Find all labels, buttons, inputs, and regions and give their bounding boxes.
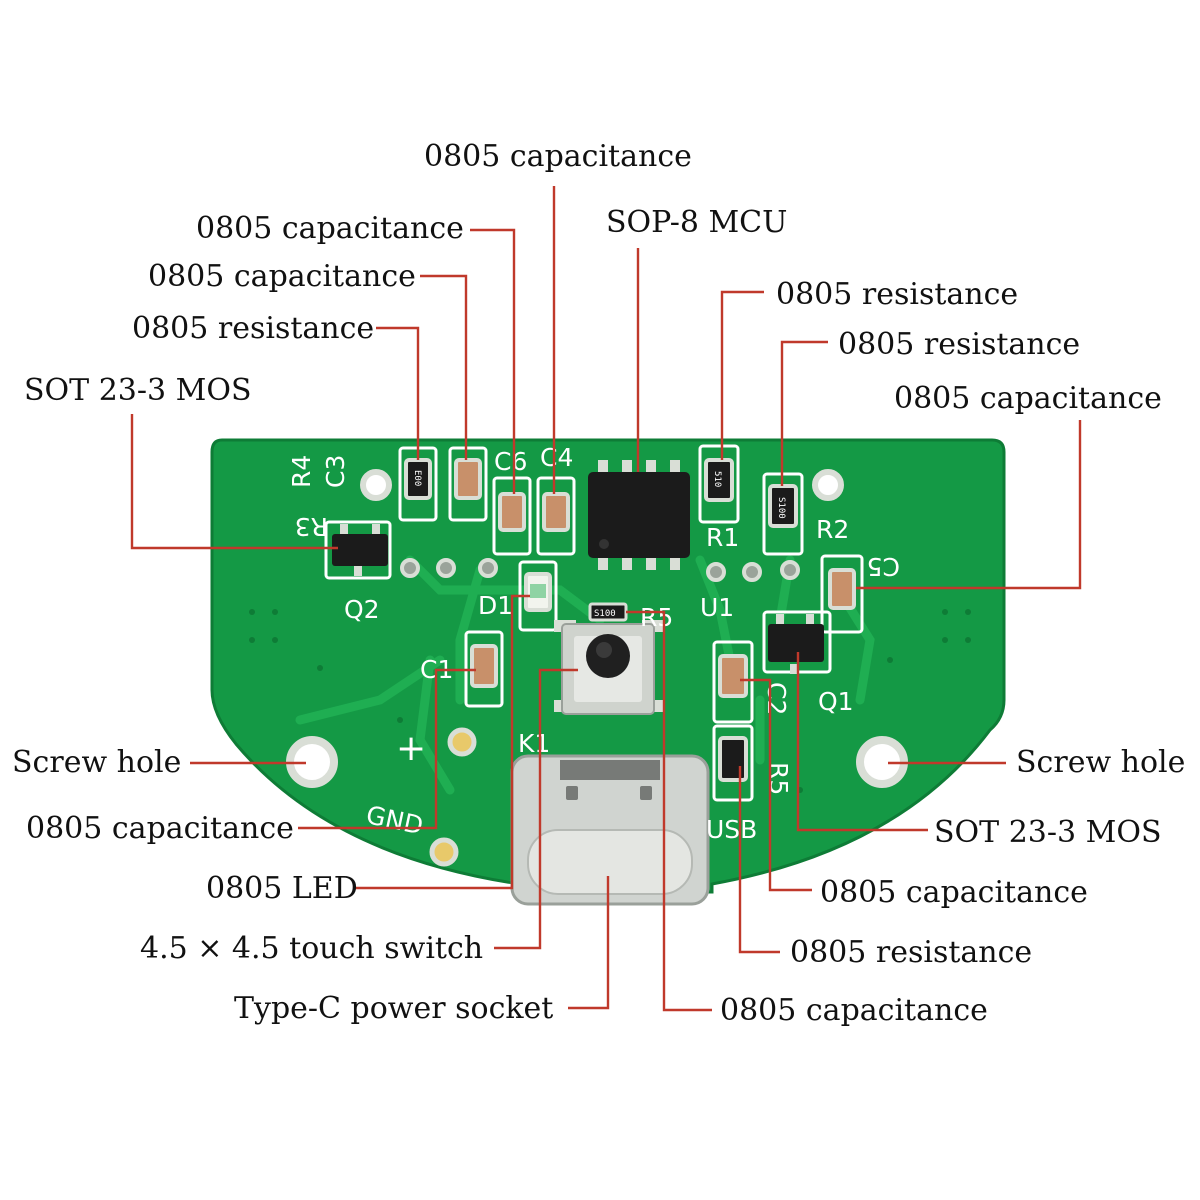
- sop8-mcu-chip: [588, 460, 690, 570]
- callout-right-resistance-1: 0805 resistance: [776, 277, 1018, 312]
- leader-touch-switch: [494, 668, 578, 950]
- callout-screw-hole-right: Screw hole: [1016, 745, 1185, 780]
- leader-lines: [130, 186, 1082, 1012]
- callout-led: 0805 LED: [206, 871, 358, 906]
- silk-c5: C5: [867, 552, 900, 581]
- callout-left-resistance: 0805 resistance: [132, 311, 374, 346]
- leader-led: [354, 594, 530, 890]
- silk-plus: +: [396, 728, 426, 769]
- callout-top-capacitance: 0805 capacitance: [424, 139, 692, 174]
- type-c-socket: [510, 754, 710, 906]
- callout-bottom-right-resistance: 0805 resistance: [790, 935, 1032, 970]
- leader-right-mos: [796, 652, 928, 832]
- silk-c3: C3: [321, 455, 350, 488]
- silkscreen-text: R4 C3 C6 C4 R3 Q2 D1 R5 U1 R1 R2 C5 C1 C…: [287, 443, 900, 844]
- silk-r3: R3: [295, 512, 328, 541]
- silk-q1: Q1: [818, 687, 854, 716]
- callout-screw-hole-left: Screw hole: [12, 745, 181, 780]
- silk-k1: K1: [518, 729, 550, 758]
- touch-switch: [554, 620, 664, 715]
- mos-q2: [332, 524, 388, 576]
- silk-q2: Q2: [344, 595, 380, 624]
- gnd-pad: [429, 837, 459, 867]
- plus-pad: [447, 727, 477, 757]
- via-dots: [249, 609, 971, 793]
- leader-left-resistance: [376, 326, 420, 460]
- leader-left-capacitance-1: [470, 228, 516, 494]
- callout-right-resistance-2: 0805 resistance: [838, 327, 1080, 362]
- top-left-hole: [360, 469, 392, 501]
- leader-right-resistance-2: [780, 340, 828, 486]
- callout-bottom-left-capacitance: 0805 capacitance: [26, 811, 294, 846]
- marking-e00: E00: [412, 470, 422, 486]
- callout-labels: 0805 capacitance SOP-8 MCU 0805 capacita…: [12, 139, 1185, 1028]
- callout-bottom-center-capacitance: 0805 capacitance: [720, 993, 988, 1028]
- silk-c2: C2: [762, 682, 791, 715]
- marking-s100-r2: S100: [776, 497, 786, 519]
- silk-c4: C4: [540, 443, 573, 472]
- leader-bottom-left-capacitance: [298, 668, 476, 830]
- top-right-hole: [812, 469, 844, 501]
- silk-r5-bottom: R5: [764, 762, 793, 795]
- silk-c6: C6: [494, 447, 527, 476]
- leader-bottom-center-capacitance: [626, 610, 712, 1012]
- leader-bottom-right-capacitance: [740, 678, 812, 892]
- silk-r5: R5: [640, 603, 673, 632]
- callout-left-capacitance-2: 0805 capacitance: [148, 259, 416, 294]
- callout-touch-switch: 4.5 × 4.5 touch switch: [140, 931, 483, 966]
- callout-right-mos: SOT 23-3 MOS: [934, 815, 1162, 850]
- silk-r2: R2: [816, 515, 849, 544]
- leader-right-capacitance: [856, 420, 1082, 590]
- leader-left-capacitance-2: [420, 274, 468, 460]
- callout-type-c: Type-C power socket: [234, 991, 553, 1026]
- leader-left-mos: [130, 414, 338, 550]
- through-hole-pads: [400, 558, 800, 582]
- callout-mcu: SOP-8 MCU: [606, 205, 787, 240]
- callout-bottom-right-capacitance: 0805 capacitance: [820, 875, 1088, 910]
- silk-r1: R1: [706, 523, 739, 552]
- callout-left-mos: SOT 23-3 MOS: [24, 373, 252, 408]
- marking-s100-r5: S100: [594, 609, 616, 619]
- leader-type-c: [568, 876, 610, 1010]
- leader-bottom-right-resistance: [738, 766, 780, 954]
- silk-r4: R4: [287, 455, 316, 488]
- callout-left-capacitance-1: 0805 capacitance: [196, 211, 464, 246]
- silk-usb: USB: [706, 815, 757, 844]
- callout-right-capacitance: 0805 capacitance: [894, 381, 1162, 416]
- pcb-board: E00 510 S100 S100: [210, 438, 1006, 906]
- leader-right-resistance-1: [720, 290, 764, 460]
- silk-u1: U1: [700, 593, 734, 622]
- silk-d1: D1: [478, 591, 513, 620]
- mos-q1: [768, 614, 824, 674]
- marking-510: 510: [712, 471, 722, 487]
